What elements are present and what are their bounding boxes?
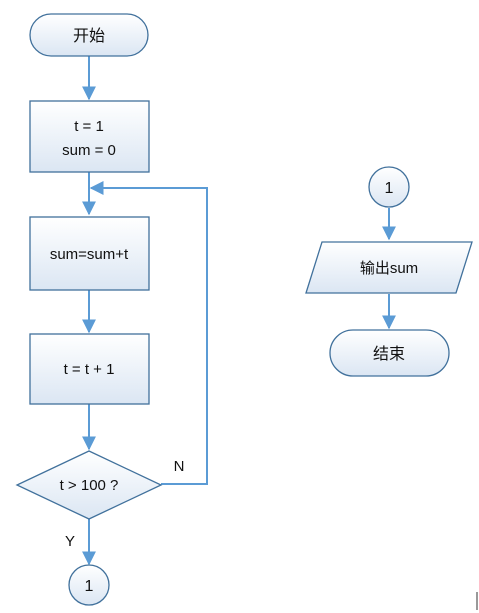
init-line2: sum = 0 (62, 142, 116, 159)
accumulate-process-box: sum=sum+t (29, 216, 150, 291)
end-label: 结束 (373, 345, 405, 363)
loop-back-line-no (89, 181, 208, 485)
no-branch-label: N (174, 458, 185, 475)
yes-branch-label: Y (65, 533, 75, 550)
output-parallelogram: 输出sum (305, 241, 473, 294)
decision-label: t > 100 ? (60, 477, 119, 494)
output-label: 输出sum (360, 260, 418, 277)
connector-in-label: 1 (385, 180, 394, 197)
init-line1: t = 1 (74, 118, 104, 135)
start-label: 开始 (73, 27, 105, 45)
start-terminator: 开始 (29, 13, 149, 57)
accumulate-label: sum=sum+t (50, 246, 129, 263)
end-terminator: 结束 (329, 329, 450, 377)
decision-diamond: t > 100 ? (15, 450, 163, 520)
connector-out-label: 1 (85, 578, 94, 595)
increment-process-box: t = t + 1 (29, 333, 150, 405)
connector-in-circle: 1 (368, 166, 410, 208)
init-process-box: t = 1 sum = 0 (29, 100, 150, 173)
connector-out-circle: 1 (68, 564, 110, 606)
increment-label: t = t + 1 (64, 361, 115, 378)
